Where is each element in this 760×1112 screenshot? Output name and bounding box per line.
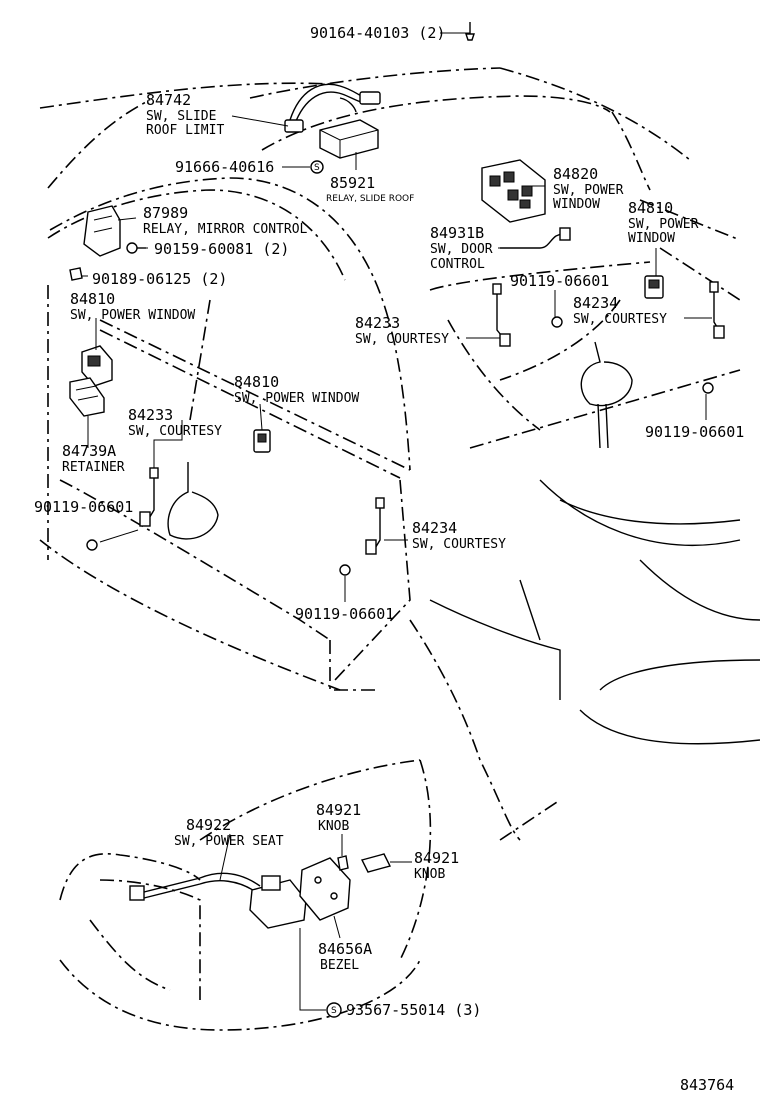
screw-90119-middle-part <box>339 564 351 576</box>
label-84742-l2: ROOF LIMIT <box>146 123 224 138</box>
label-84810-left-num: 84810 <box>70 290 115 308</box>
label-84810-right-l2: WINDOW <box>628 231 675 246</box>
label-90119-left: 90119-06601 <box>34 498 133 516</box>
label-84739a-l1: RETAINER <box>62 460 125 475</box>
clip-90189-part <box>69 267 83 281</box>
label-84234-right-l1: SW, COURTESY <box>573 312 667 327</box>
label-84810-middle-l1: SW, POWER WINDOW <box>234 391 359 406</box>
power-seat-switch-part <box>129 872 307 929</box>
label-84233-left-num: 84233 <box>128 406 173 424</box>
label-84931b-l1: SW, DOOR <box>430 242 493 257</box>
label-84739a-num: 84739A <box>62 442 116 460</box>
bolt-90164-part <box>465 22 475 41</box>
power-window-switch-left-part <box>81 345 113 387</box>
nut-93567-part: S <box>326 1002 342 1018</box>
label-84742-num: 84742 <box>146 91 191 109</box>
label-84233-left-l1: SW, COURTESY <box>128 424 222 439</box>
label-90119-far: 90119-06601 <box>645 423 744 441</box>
label-85921-num: 85921 <box>330 174 375 192</box>
nut-symbol-91666: S <box>314 163 320 173</box>
door-control-switch-part <box>500 227 571 249</box>
label-84922-num: 84922 <box>186 816 231 834</box>
label-84921-a-num: 84921 <box>316 801 361 819</box>
label-84931b-l2: CONTROL <box>430 257 485 272</box>
label-84921-a-l1: KNOB <box>318 819 349 834</box>
retainer-part <box>69 377 105 417</box>
figure-id: 843764 <box>680 1076 734 1094</box>
screw-90119-far-part <box>702 382 714 394</box>
label-84810-right-num: 84810 <box>628 199 673 217</box>
belt-anchor-left <box>167 462 219 540</box>
label-84921-b-l1: KNOB <box>414 867 445 882</box>
knob-2-part <box>360 853 392 873</box>
bezel-part <box>299 857 351 921</box>
label-90159-60081: 90159-60081 (2) <box>154 240 289 258</box>
power-window-master-switch-part <box>481 159 546 223</box>
label-87989-num: 87989 <box>143 204 188 222</box>
label-84656a-l1: BEZEL <box>320 958 359 973</box>
label-93567-55014: 93567-55014 (3) <box>346 1001 481 1019</box>
leader-lines <box>82 32 712 1011</box>
label-84810-middle-num: 84810 <box>234 373 279 391</box>
label-84233-right-num: 84233 <box>355 314 400 332</box>
slide-roof-relay-part <box>319 119 379 159</box>
label-85921-l1: RELAY, SLIDE ROOF <box>326 194 414 204</box>
power-window-switch-middle-part <box>253 429 271 453</box>
power-window-switch-right-part <box>644 275 664 299</box>
vehicle-body-outline <box>39 67 760 1031</box>
label-84233-right-l1: SW, COURTESY <box>355 332 449 347</box>
label-84656a-num: 84656A <box>318 940 372 958</box>
label-84921-b-num: 84921 <box>414 849 459 867</box>
label-84922-l1: SW, POWER SEAT <box>174 834 284 849</box>
label-84742-l1: SW, SLIDE <box>146 109 216 124</box>
label-84931b-num: 84931B <box>430 224 484 242</box>
nut-91666-part: S <box>310 160 324 174</box>
nut-symbol-93567: S <box>331 1006 337 1016</box>
label-90119-right: 90119-06601 <box>510 272 609 290</box>
label-91666-40616: 91666-40616 <box>175 158 274 176</box>
label-90189-06125: 90189-06125 (2) <box>92 270 227 288</box>
label-90119-middle: 90119-06601 <box>295 605 394 623</box>
screw-90119-left-part <box>86 539 98 551</box>
screw-90119-right-part <box>551 316 563 328</box>
label-84810-right-l1: SW, POWER <box>628 217 699 232</box>
label-84234-middle-l1: SW, COURTESY <box>412 537 506 552</box>
label-84820-l2: WINDOW <box>553 197 600 212</box>
slide-roof-limit-switch-part <box>284 83 381 133</box>
courtesy-switch-middle-part <box>365 497 385 555</box>
label-87989-l1: RELAY, MIRROR CONTROL <box>143 222 308 237</box>
label-84810-left-l1: SW, POWER WINDOW <box>70 308 195 323</box>
callout-labels: 90164-40103 (2) 84742 SW, SLIDE ROOF LIM… <box>34 24 744 1094</box>
label-84234-middle-num: 84234 <box>412 519 457 537</box>
label-84820-l1: SW, POWER <box>553 183 624 198</box>
mirror-control-relay-part <box>83 205 121 257</box>
belt-anchor-right <box>580 341 633 449</box>
knob-1-part <box>337 855 349 871</box>
courtesy-switch-rear-left-part <box>492 283 511 347</box>
label-84820-num: 84820 <box>553 165 598 183</box>
label-84234-right-num: 84234 <box>573 294 618 312</box>
courtesy-switch-left-part <box>139 467 159 527</box>
label-90164-40103: 90164-40103 (2) <box>310 24 445 42</box>
courtesy-switch-rear-right-part <box>709 281 725 339</box>
